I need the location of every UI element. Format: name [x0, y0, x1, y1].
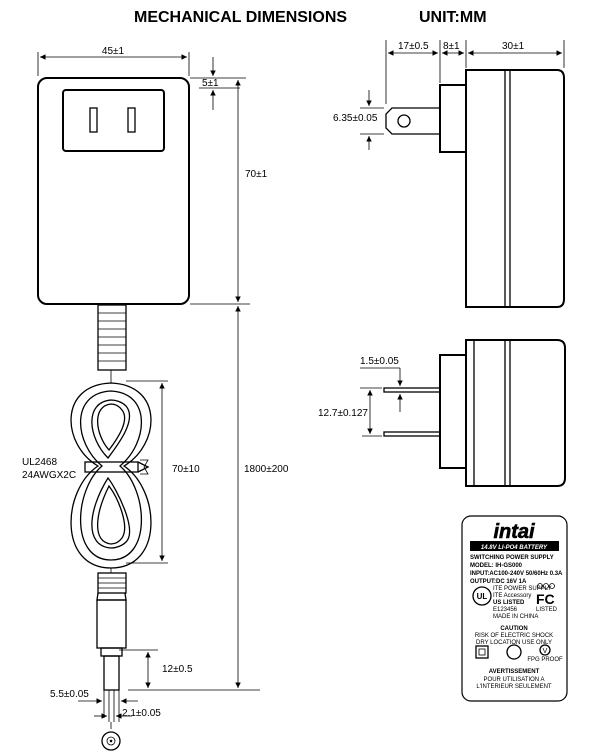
label-us-listed: US LISTED [493, 600, 525, 606]
dim-plug-id: 2.1±0.05 [122, 708, 161, 719]
product-banner [470, 541, 559, 551]
strain-relief [97, 304, 127, 371]
label-pour: POUR UTILISATION A [484, 677, 545, 683]
v-mark: V [543, 648, 548, 655]
label-type: SWITCHING POWER SUPPLY [470, 555, 554, 561]
label-input: INPUT:AC100-240V 50/60Hz 0.3A [470, 571, 563, 577]
efficiency-v-icon [539, 644, 551, 656]
label-dry: DRY LOCATION USE ONLY [476, 640, 552, 646]
product-name: 14.8V LI-PO4 BATTERY [481, 545, 548, 551]
pin-top-2 [383, 431, 441, 437]
dim-pin-length: 17±0.5 [398, 41, 429, 52]
dim-coil-length: 70±10 [172, 464, 200, 475]
ul-mark [472, 586, 492, 606]
pin-top-1 [383, 387, 441, 393]
dim-height: 70±1 [245, 169, 268, 180]
side-view: 17±0.5 8±1 30±1 6.35±0.05 [333, 40, 565, 308]
cable-tie [84, 461, 139, 473]
front-view: 45±1 70±1 5±1 [22, 46, 289, 751]
brand-logo: intai [493, 521, 535, 543]
coiled-cable [70, 382, 152, 569]
adapter-body-side [465, 69, 565, 308]
label-ul-listed: LISTED [536, 607, 558, 613]
fc-mark: FC [536, 591, 555, 607]
cable-spec-2: 24AWGX2C [22, 470, 76, 481]
dim-pin-width: 6.35±0.05 [333, 113, 378, 124]
label-ite: ITE POWER SUPPLY [493, 586, 552, 592]
plug-barrel [103, 655, 120, 691]
dim-plug-od: 5.5±0.05 [50, 689, 89, 700]
label-output: OUTPUT:DC 16V 1A [470, 579, 527, 585]
adapter-body-front [37, 77, 190, 305]
indoor-use-icon [506, 644, 522, 660]
dim-cable-length: 1800±200 [244, 464, 289, 475]
pin-slot-left [89, 107, 98, 133]
unit-label: UNIT:MM [419, 9, 487, 26]
plug-base-side [439, 84, 467, 153]
plug-body [96, 599, 127, 649]
drawing-title: MECHANICAL DIMENSIONS [134, 9, 347, 26]
plug-neck [96, 592, 127, 601]
dim-pin-spacing: 12.7±0.127 [318, 408, 368, 419]
double-insulation-icon [475, 645, 489, 659]
cable-spec-1: UL2468 [22, 457, 57, 468]
plug-collar [100, 647, 123, 657]
v-sub: FPG PROOF [527, 657, 563, 663]
label-ul-line1: ITE Accessory [493, 593, 531, 599]
plug-end-view [101, 731, 121, 751]
label-interieur: L'INTERIEUR SEULEMENT [476, 684, 551, 690]
label-made-in: MADE IN CHINA [493, 614, 538, 620]
dim-plug-length: 12±0.5 [162, 664, 193, 675]
dim-base-depth: 8±1 [443, 41, 460, 52]
svg-text:UL: UL [477, 592, 488, 601]
dim-width: 45±1 [102, 46, 125, 57]
dim-body-depth: 30±1 [502, 41, 525, 52]
label-model: MODEL: IH-GS000 [470, 563, 523, 569]
adapter-body-top [465, 339, 566, 487]
pin-hole [397, 114, 411, 128]
label-risk: RISK OF ELECTRIC SHOCK [475, 633, 553, 639]
product-label: intai 14.8V LI-PO4 BATTERY SWITCHING POW… [461, 515, 568, 702]
label-avert: AVERTISSEMENT [489, 669, 540, 675]
label-caution: CAUTION [500, 626, 527, 632]
top-view: 1.5±0.05 12.7±0.127 [318, 339, 566, 487]
plug-base-top [439, 354, 467, 469]
label-file-no: E123456 [493, 607, 518, 613]
dim-pin-offset: 5±1 [202, 78, 219, 89]
outlet-face [62, 89, 165, 152]
pin-slot-right [127, 107, 136, 133]
dim-pin-thickness: 1.5±0.05 [360, 356, 399, 367]
pin-side [385, 107, 440, 135]
